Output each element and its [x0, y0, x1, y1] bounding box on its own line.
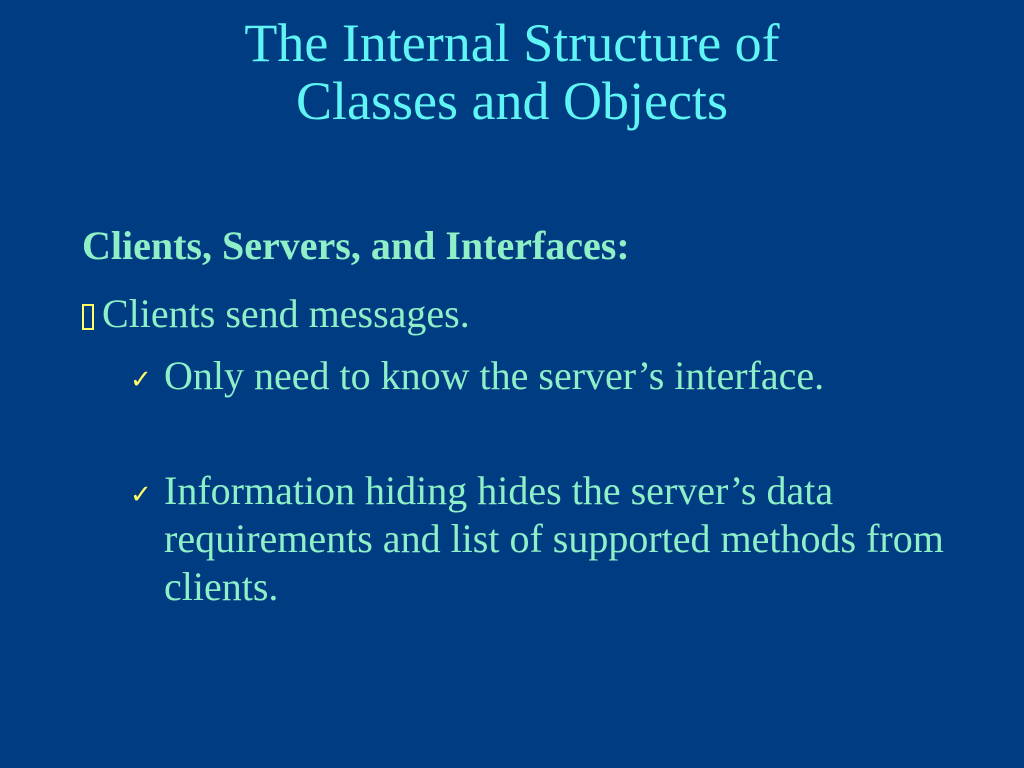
slide-title: The Internal Structure of Classes and Ob…: [0, 14, 1024, 130]
bullet-text: Clients send messages.: [102, 291, 470, 336]
sub-bullet-item: ✓ Only need to know the server’s interfa…: [130, 352, 970, 404]
sub-bullet-item: ✓ Information hiding hides the server’s …: [130, 467, 970, 611]
sub-bullet-text: Only need to know the server’s interface…: [164, 353, 825, 398]
sub-bullet-text: Information hiding hides the server’s da…: [164, 468, 944, 609]
title-line-1: The Internal Structure of: [244, 13, 780, 73]
square-bullet-icon: [82, 304, 94, 330]
title-line-2: Classes and Objects: [296, 71, 728, 131]
slide-subtitle: Clients, Servers, and Interfaces:: [82, 223, 630, 268]
checkmark-icon: ✓: [130, 480, 152, 510]
checkmark-icon: ✓: [130, 365, 152, 395]
bullet-item: Clients send messages.: [82, 290, 470, 338]
